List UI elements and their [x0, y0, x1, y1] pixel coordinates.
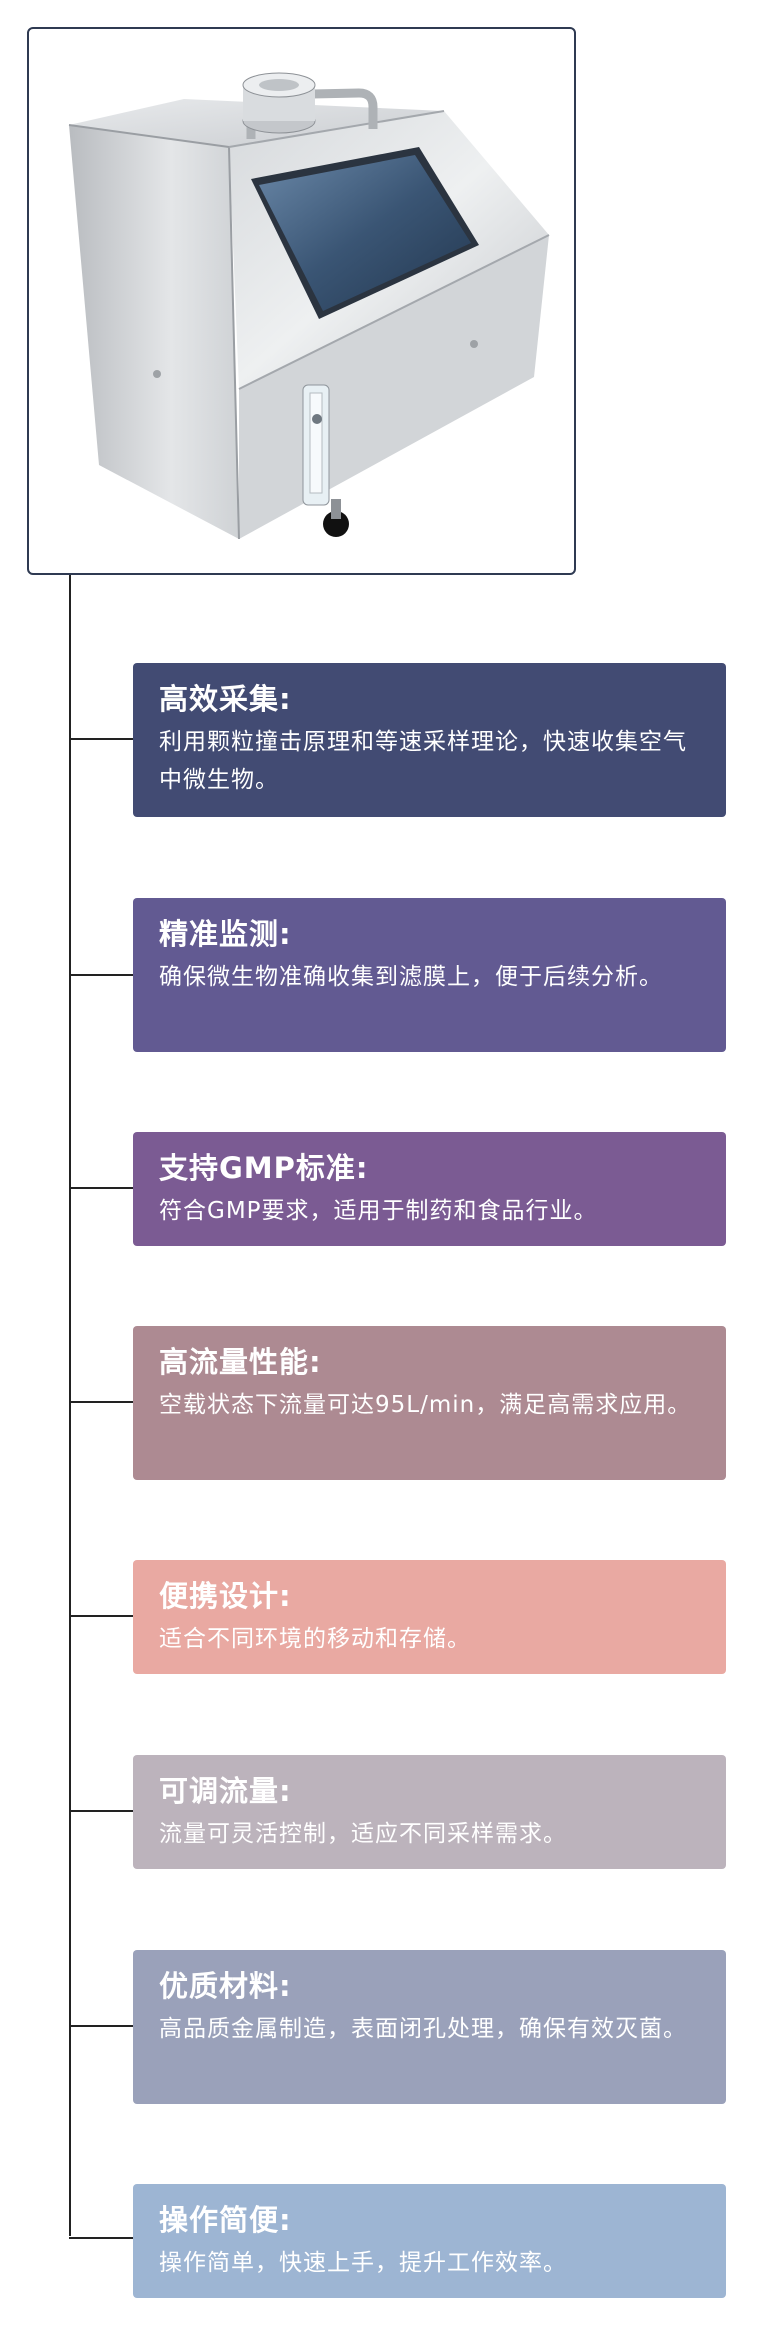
- product-image-frame: [27, 27, 576, 575]
- feature-description: 操作简单，快速上手，提升工作效率。: [159, 2250, 567, 2276]
- feature-description: 确保微生物准确收集到滤膜上，便于后续分析。: [159, 964, 663, 990]
- feature-title: 支持GMP标准:: [159, 1151, 369, 1185]
- feature-card: 支持GMP标准: 符合GMP要求，适用于制药和食品行业。: [133, 1132, 726, 1246]
- timeline-connector: [69, 1187, 133, 1189]
- timeline-line: [69, 575, 71, 2236]
- timeline-connector: [69, 2237, 133, 2239]
- timeline-connector: [69, 738, 133, 740]
- timeline-connector: [69, 1615, 133, 1617]
- feature-title: 操作简便:: [159, 2203, 292, 2237]
- timeline-connector: [69, 2025, 133, 2027]
- feature-description: 适合不同环境的移动和存储。: [159, 1626, 471, 1652]
- feature-title: 高流量性能:: [159, 1345, 322, 1379]
- timeline-connector: [69, 1401, 133, 1403]
- feature-title: 可调流量:: [159, 1774, 292, 1808]
- timeline-connector: [69, 1810, 133, 1812]
- feature-card: 高流量性能: 空载状态下流量可达95L/min，满足高需求应用。: [133, 1326, 726, 1480]
- feature-card: 可调流量: 流量可灵活控制，适应不同采样需求。: [133, 1755, 726, 1869]
- feature-card: 精准监测: 确保微生物准确收集到滤膜上，便于后续分析。: [133, 898, 726, 1052]
- feature-description: 利用颗粒撞击原理和等速采样理论，快速收集空气中微生物。: [159, 729, 687, 793]
- feature-card: 优质材料: 高品质金属制造，表面闭孔处理，确保有效灭菌。: [133, 1950, 726, 2104]
- feature-description: 高品质金属制造，表面闭孔处理，确保有效灭菌。: [159, 2016, 687, 2042]
- feature-card: 便携设计: 适合不同环境的移动和存储。: [133, 1560, 726, 1674]
- feature-description: 流量可灵活控制，适应不同采样需求。: [159, 1821, 567, 1847]
- air-sampler-device-image: [68, 72, 550, 540]
- feature-card: 操作简便: 操作简单，快速上手，提升工作效率。: [133, 2184, 726, 2298]
- feature-card: 高效采集: 利用颗粒撞击原理和等速采样理论，快速收集空气中微生物。: [133, 663, 726, 817]
- feature-title: 精准监测:: [159, 917, 292, 951]
- feature-title: 优质材料:: [159, 1969, 292, 2003]
- feature-description: 符合GMP要求，适用于制药和食品行业。: [159, 1198, 598, 1224]
- feature-title: 便携设计:: [159, 1579, 292, 1613]
- feature-title: 高效采集:: [159, 682, 292, 716]
- feature-description: 空载状态下流量可达95L/min，满足高需求应用。: [159, 1392, 692, 1418]
- timeline-connector: [69, 974, 133, 976]
